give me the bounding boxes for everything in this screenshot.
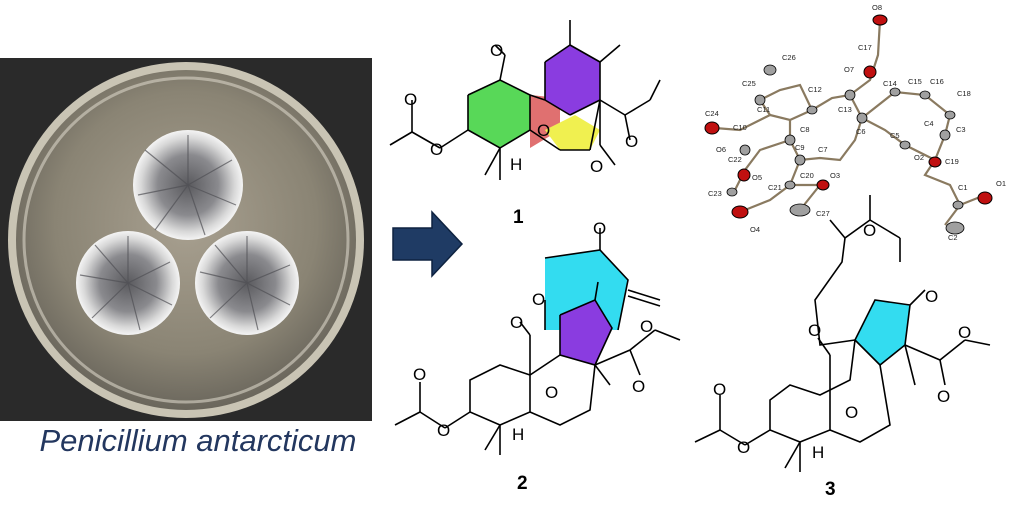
atom-label: C24 (705, 109, 719, 118)
atom-label: O3 (830, 171, 840, 180)
oxygen-atom: O (430, 140, 443, 159)
atom-label: C7 (818, 145, 828, 154)
atom-label: C2 (948, 233, 958, 242)
atom-label: C23 (708, 189, 722, 198)
atom-label: O7 (844, 65, 854, 74)
oxygen-atom: O (640, 317, 653, 336)
atom-label: C9 (795, 143, 805, 152)
oxygen-atom: O (404, 90, 417, 109)
oxygen-atom (704, 121, 720, 135)
compound-1-label: 1 (513, 207, 524, 228)
atom-label: C12 (808, 85, 822, 94)
oxygen-atom (928, 156, 942, 168)
hydrogen-atom: H (512, 425, 524, 444)
atom-label: C13 (838, 105, 852, 114)
oxygen-atom (737, 168, 751, 182)
atom-label: O6 (716, 145, 726, 154)
oxygen-atom: O (625, 132, 638, 151)
ring-purple (560, 300, 612, 365)
compound-3-label: 3 (825, 479, 836, 500)
atom-label: C5 (890, 131, 900, 140)
atom-label: O8 (872, 3, 882, 12)
oxygen-atom: O (863, 221, 876, 240)
oxygen-atom: O (590, 157, 603, 176)
atom-label: C11 (757, 105, 770, 114)
ring-yellow (545, 115, 600, 150)
oxygen-atom (872, 14, 888, 26)
atom-label: C16 (930, 77, 944, 86)
atom-label: C10 (733, 123, 747, 132)
atom-label: C1 (958, 183, 968, 192)
atom-label: O5 (752, 173, 762, 182)
oxygen-atom: O (737, 438, 750, 457)
ring-purple (545, 45, 600, 115)
oxygen-atom (731, 205, 749, 219)
atom-label: C3 (956, 125, 966, 134)
ring-cyan (855, 300, 910, 365)
atom-label: C17 (858, 43, 872, 52)
hydrogen-atom: H (812, 443, 824, 462)
ring-cyan (545, 250, 628, 330)
oxygen-atom (977, 191, 993, 205)
fungal-colony (133, 130, 243, 240)
hydrogen-atom: H (510, 155, 522, 174)
oxygen-atom: O (532, 290, 545, 309)
oxygen-atom: O (537, 121, 550, 140)
oxygen-atom: O (593, 219, 606, 238)
atom-label: C19 (945, 157, 959, 166)
atom-label: C6 (856, 127, 866, 136)
fungal-colony (195, 231, 299, 335)
organism-name-caption: Penicillium antarcticum (39, 423, 357, 458)
oxygen-atom (863, 65, 877, 79)
ring-green (468, 80, 530, 148)
atom-label: C15 (908, 77, 922, 86)
oxygen-atom: O (545, 383, 558, 402)
oxygen-atom (816, 179, 830, 191)
oxygen-atom: O (925, 287, 938, 306)
oxygen-atom: O (808, 321, 821, 340)
oxygen-atom: O (713, 380, 726, 399)
atom-label: O1 (996, 179, 1006, 188)
oxygen-atom: O (937, 387, 950, 406)
atom-label: C20 (800, 171, 814, 180)
atom-label: O4 (750, 225, 760, 234)
atom-label: C25 (742, 79, 756, 88)
atom-label: C18 (957, 89, 971, 98)
oxygen-atom: O (845, 403, 858, 422)
atom-label: C21 (768, 183, 782, 192)
oxygen-atom: O (437, 421, 450, 440)
fungal-colony (76, 231, 180, 335)
atom-label: C27 (816, 209, 830, 218)
atom-label: C22 (728, 155, 742, 164)
atom-label: C26 (782, 53, 796, 62)
oxygen-atom: O (958, 323, 971, 342)
oxygen-atom: O (632, 377, 645, 396)
compound-2-label: 2 (517, 473, 528, 494)
oxygen-atom: O (413, 365, 426, 384)
oxygen-atom: O (490, 41, 503, 60)
atom-label: O2 (914, 153, 924, 162)
oxygen-atom: O (510, 313, 523, 332)
atom-label: C8 (800, 125, 810, 134)
atom-label: C14 (883, 79, 897, 88)
atom-label: C4 (924, 119, 934, 128)
